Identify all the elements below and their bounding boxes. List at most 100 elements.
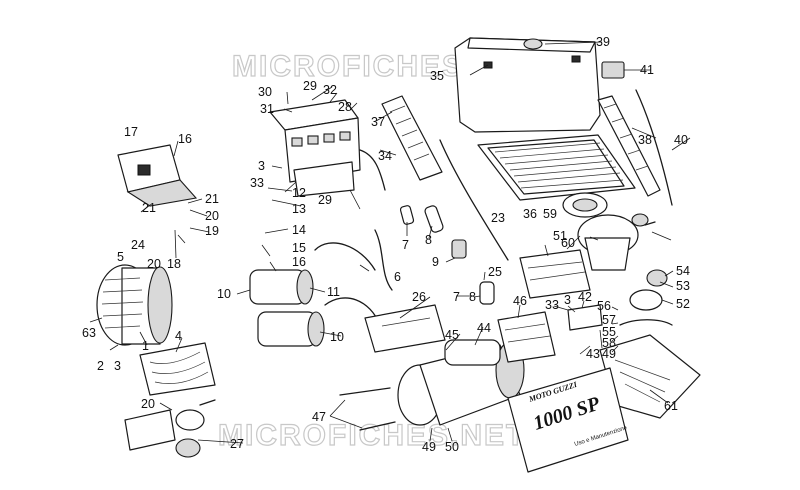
battery-strap [597,61,673,206]
callout-16-mid: 16 [292,255,306,269]
callout-28: 28 [338,100,352,114]
tool-pouch [599,334,701,419]
callout-18: 18 [167,257,181,271]
sealing-ring [629,289,663,311]
callout-52: 52 [676,297,690,311]
ignition-coil-lower [257,311,325,347]
control-unit [364,304,446,353]
callout-23: 23 [491,211,505,225]
callout-30: 30 [258,85,272,99]
callout-36: 36 [523,207,537,221]
small-parts-bag [497,311,556,363]
callout-3-right: 3 [564,293,571,307]
callout-32: 32 [323,83,337,97]
callout-14: 14 [292,223,306,237]
callout-10-bottom: 10 [330,330,344,344]
battery [454,37,601,133]
callout-45: 45 [445,328,459,342]
callout-55: 55 [602,325,616,339]
ht-lead-upper [314,242,376,271]
distributor-cover [562,192,608,218]
callout-50: 50 [445,440,459,454]
callout-21-bottom: 21 [142,201,156,215]
callout-1: 1 [142,339,149,353]
rotor-cap [646,269,668,287]
watermark-bottom: MICROFICHES.NET [218,419,526,452]
callout-16-top: 16 [178,132,192,146]
ground-cable [439,139,509,261]
callout-57: 57 [602,313,616,327]
callout-20-left: 20 [147,257,161,271]
voltage-regulator [117,144,198,207]
callout-10-top: 10 [217,287,231,301]
callout-25: 25 [488,265,502,279]
callout-20-bottom: 20 [141,397,155,411]
callout-35: 35 [430,69,444,83]
callout-58: 58 [602,336,616,350]
callout-11: 11 [327,285,340,299]
callout-60: 60 [561,236,575,250]
callout-37: 37 [371,115,385,129]
callout-8-bottom: 8 [469,290,476,304]
wire-clip [619,319,673,326]
ignition-coil-upper [249,269,314,305]
spark-plug-cap [399,205,495,305]
callout-4: 4 [175,329,182,343]
callout-7-top: 7 [402,238,409,252]
callout-3-left: 3 [114,359,121,373]
callout-44: 44 [477,321,491,335]
callout-8-top: 8 [425,233,432,247]
callout-20-right: 20 [205,209,219,223]
callout-61: 61 [664,399,678,413]
callout-42: 42 [578,290,592,304]
starter-bolts [339,387,396,431]
callout-labels: 39 35 41 38 40 37 34 30 29 32 31 28 3 33… [82,35,690,454]
callout-54: 54 [676,264,690,278]
callout-7-bottom: 7 [453,290,460,304]
ignition-switch [124,399,216,458]
callout-26: 26 [412,290,426,304]
callout-21-top: 21 [205,192,219,206]
wiring-plate [139,342,216,396]
callout-34: 34 [378,149,392,163]
callout-5: 5 [117,250,124,264]
callout-53: 53 [676,279,690,293]
callout-12: 12 [292,186,306,200]
callout-19: 19 [205,224,219,238]
mounting-bracket [567,304,603,331]
callout-9: 9 [432,255,439,269]
callout-47: 47 [312,410,326,424]
owners-manual: MOTO GUZZI 1000 SP Uso e Manutenzione [507,367,629,473]
starter-motor [397,339,525,426]
callout-39: 39 [596,35,610,49]
callout-29-bottom: 29 [318,193,332,207]
callout-27: 27 [230,437,244,451]
callout-51: 51 [553,229,567,243]
callout-40: 40 [674,133,688,147]
gasket-sheet [519,249,591,299]
distributor [577,213,656,271]
callout-15: 15 [292,241,306,255]
callout-41: 41 [640,63,654,77]
callout-59: 59 [543,207,557,221]
callout-38: 38 [638,133,652,147]
leader-lines [89,41,691,444]
callout-3-top: 3 [258,159,265,173]
callout-2: 2 [97,359,104,373]
relay-cover [381,95,443,181]
callout-29-top: 29 [303,79,317,93]
callout-17: 17 [124,125,138,139]
callout-49-right: 49 [602,347,616,361]
callout-43: 43 [586,347,600,361]
fuse-box [269,99,386,197]
callout-24: 24 [131,238,145,252]
callout-31: 31 [260,102,274,116]
callout-56: 56 [597,299,611,313]
callout-46: 46 [513,294,527,308]
battery-tray [477,134,636,201]
callout-33-bottom: 33 [545,298,559,312]
callout-6: 6 [394,270,401,284]
callout-63: 63 [82,326,96,340]
callout-33-top: 33 [250,176,264,190]
